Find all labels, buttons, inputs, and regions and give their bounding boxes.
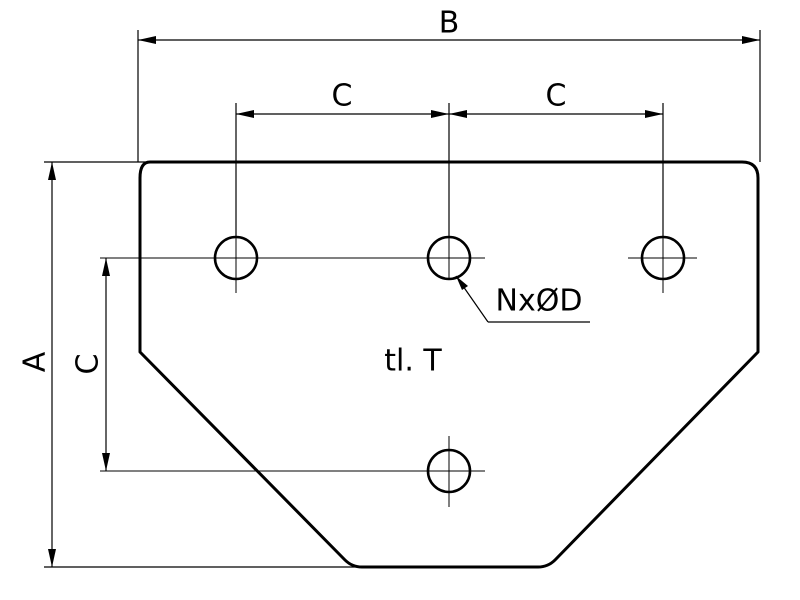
dimension-c-right-label: C — [546, 79, 567, 114]
dimension-b: B — [137, 6, 761, 162]
hole-callout-label: NxØD — [496, 284, 583, 319]
thickness-label: tl. T — [384, 344, 442, 379]
hole-callout-leader — [455, 275, 590, 323]
dimension-a: A — [18, 161, 362, 568]
dimension-a-label: A — [18, 351, 53, 372]
dimension-c-left: C — [235, 79, 450, 236]
dimension-c-vertical: C — [71, 258, 110, 471]
dimension-c-vertical-label: C — [71, 354, 106, 375]
dimension-b-label: B — [439, 6, 460, 41]
dimension-c-left-label: C — [332, 79, 353, 114]
plate-outline — [138, 160, 760, 569]
dimension-c-right: C — [449, 79, 664, 236]
